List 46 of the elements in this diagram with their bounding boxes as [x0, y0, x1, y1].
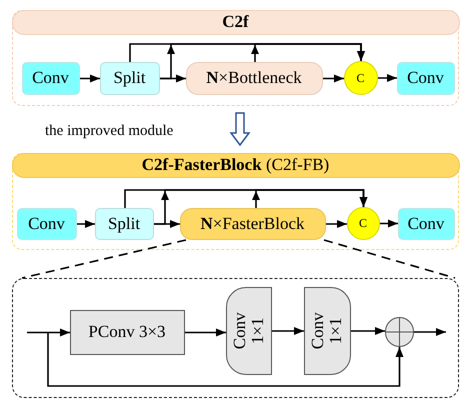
- arrow: [80, 74, 100, 82]
- detail-container: [12, 278, 459, 398]
- conv-block: [398, 208, 454, 240]
- arrow: [252, 189, 368, 208]
- arrow: [251, 43, 365, 62]
- arrow: [414, 328, 446, 336]
- block-label: C: [356, 70, 364, 86]
- module-title: C2f-FasterBlock (C2f-FB): [142, 154, 330, 176]
- block-label: Conv: [28, 212, 65, 235]
- arrow: [380, 220, 398, 228]
- block-label: C: [358, 215, 367, 232]
- arrow: [351, 327, 385, 335]
- block-label: PConv 3×3: [88, 321, 166, 344]
- block-label: N×Bottleneck: [206, 67, 302, 90]
- zoom-line: [324, 239, 456, 279]
- module-title: C2f: [222, 11, 249, 34]
- conv-block: [396, 62, 454, 94]
- bottleneck-block: [186, 62, 322, 94]
- arrow: [326, 220, 347, 228]
- zoom-line: [22, 239, 186, 279]
- conv-block: [304, 286, 350, 374]
- block-label: N×FasterBlock: [200, 212, 305, 235]
- conv-block: [16, 208, 76, 240]
- arrow: [323, 74, 344, 82]
- block-label: Split: [113, 67, 146, 90]
- split-block: [100, 62, 160, 94]
- block-label: Conv: [407, 67, 444, 90]
- split-block: [94, 208, 154, 240]
- arrow: [27, 328, 70, 336]
- module-container: [12, 153, 459, 250]
- arrow: [185, 328, 226, 336]
- block-label: Conv 1×1: [230, 311, 266, 350]
- conv-block: [22, 62, 80, 94]
- block-label: Conv: [408, 212, 444, 235]
- arrow: [47, 332, 404, 387]
- module-container: [12, 10, 459, 106]
- block-label: Split: [108, 212, 140, 235]
- fasterblock-block: [180, 208, 326, 240]
- hollow-arrow: [230, 112, 250, 146]
- arrow: [378, 74, 397, 82]
- arrow: [77, 220, 95, 228]
- block-label: Conv: [32, 67, 69, 90]
- block-label: Conv 1×1: [309, 311, 345, 350]
- conv-block: [226, 286, 272, 374]
- arrow: [272, 327, 304, 335]
- pconv-block: [70, 310, 184, 354]
